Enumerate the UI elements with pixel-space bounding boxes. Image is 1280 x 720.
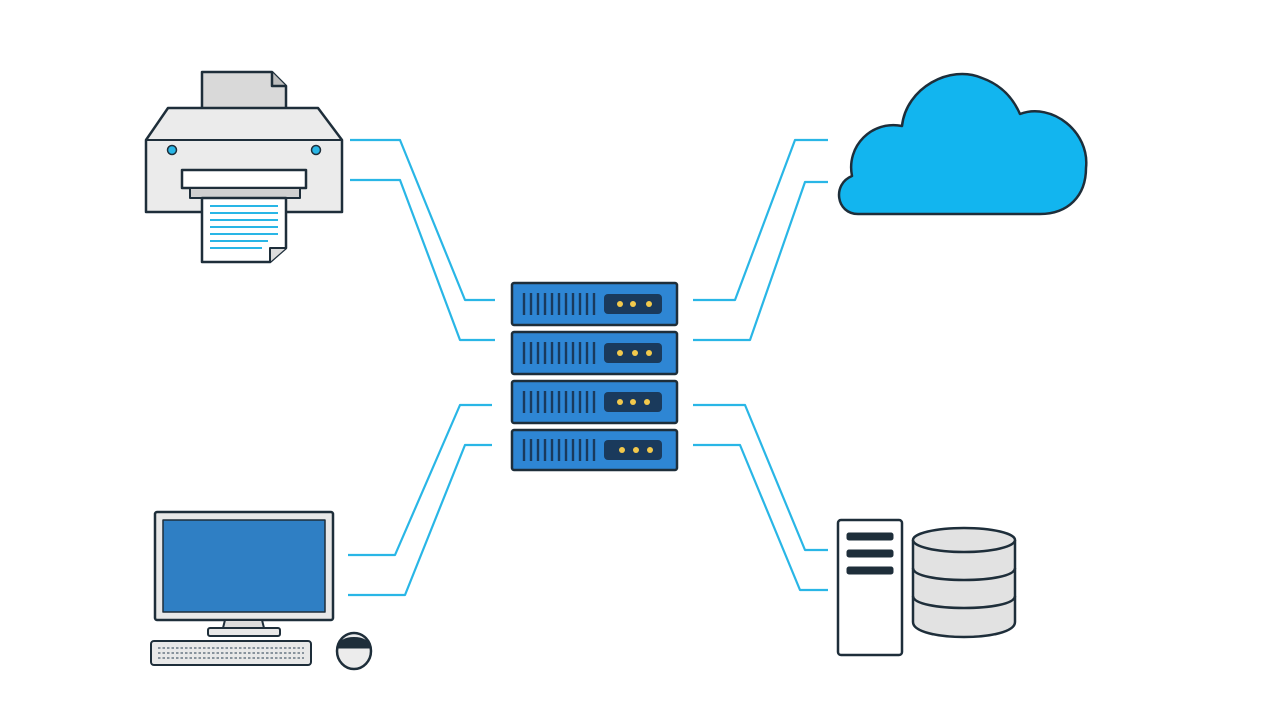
monitor-screen (162, 519, 326, 613)
server-unit (510, 281, 679, 327)
cloud-icon (837, 72, 1088, 216)
link-printer-2 (350, 178, 495, 342)
link-desktop-2 (348, 443, 492, 597)
link-desktop-1 (348, 403, 492, 557)
database-cylinder-icon (911, 526, 1017, 639)
desktop-computer-icon (150, 510, 373, 671)
keyboard-icon (150, 640, 312, 666)
tower-server-icon (836, 518, 904, 657)
server-unit (510, 330, 679, 376)
link-printer-1 (350, 138, 495, 302)
printer-icon (144, 70, 344, 264)
mouse-icon (335, 631, 373, 671)
server-rack-icon (510, 281, 679, 472)
server-unit (510, 379, 679, 425)
connection-links (348, 138, 828, 597)
link-cloud-1 (693, 138, 828, 302)
link-cloud-2 (693, 180, 828, 342)
server-unit (510, 428, 679, 472)
link-database-1 (693, 403, 828, 552)
database-server-icon (836, 518, 1017, 657)
link-database-2 (693, 443, 828, 592)
